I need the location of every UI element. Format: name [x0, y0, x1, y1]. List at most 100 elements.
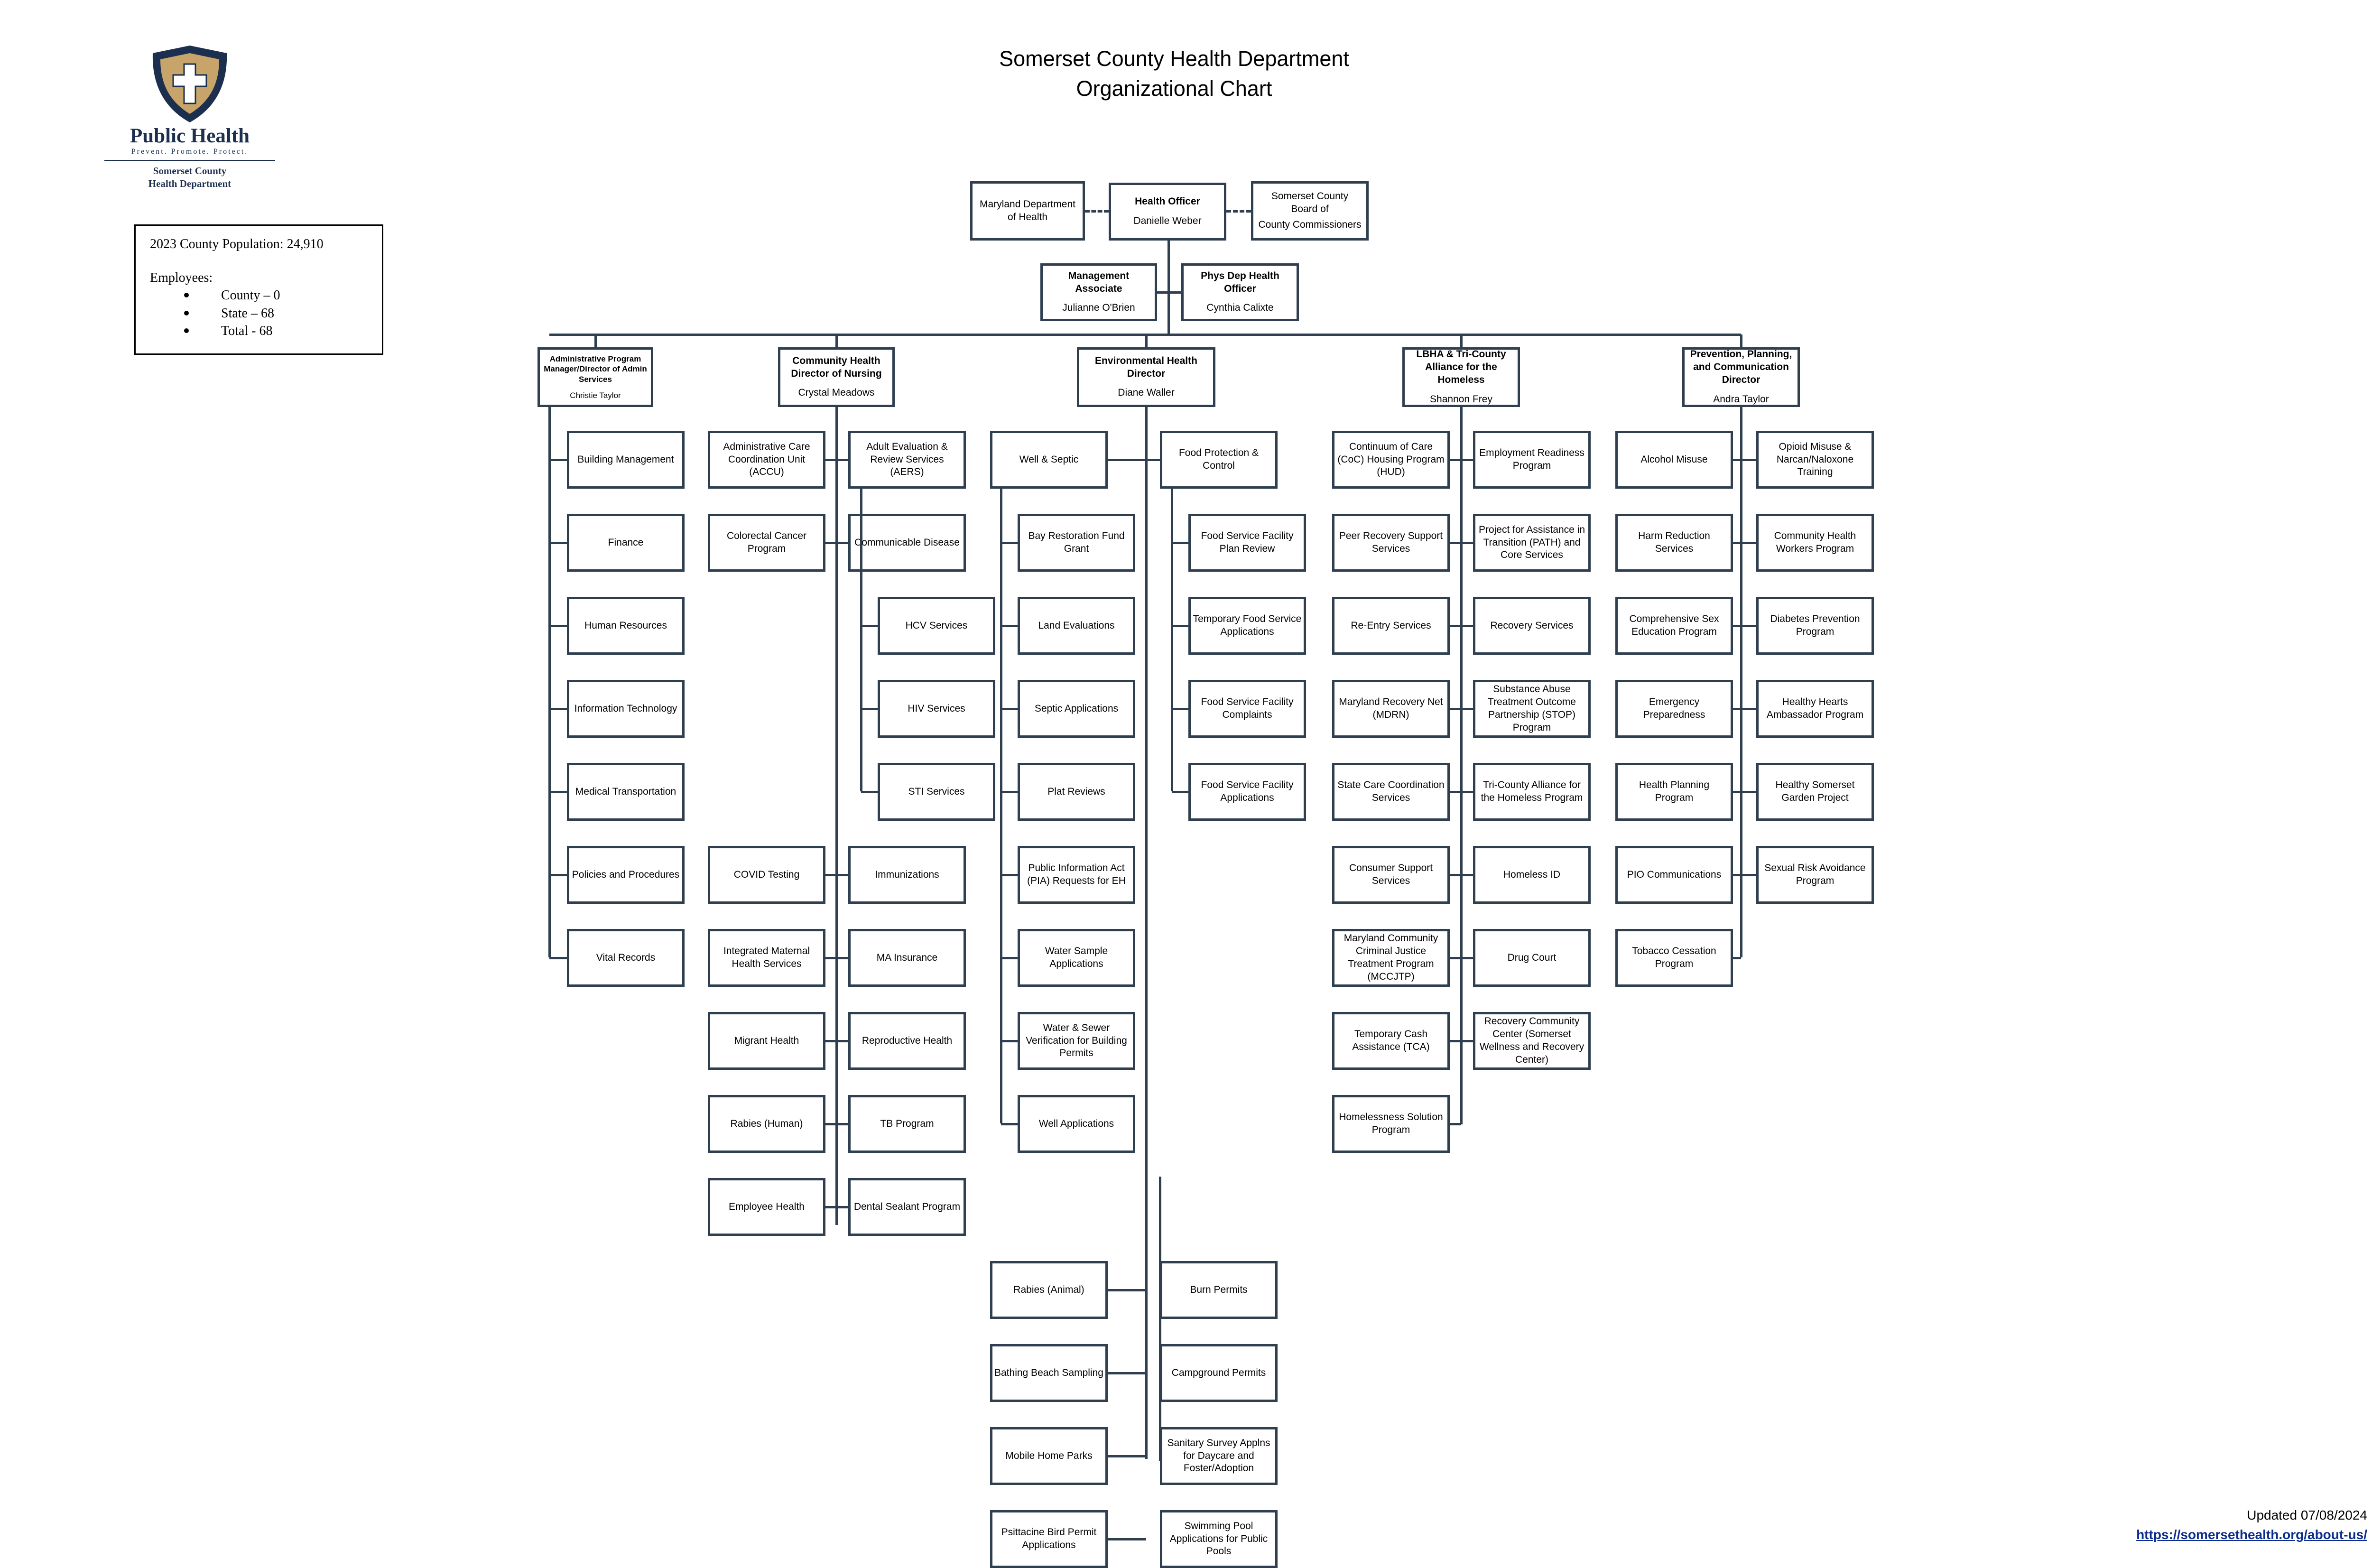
prevention-left-alcohol-misuse: Alcohol Misuse: [1615, 431, 1733, 489]
lbha-right-substance-abuse-treatment-outcome-partnership-stop-program: Substance Abuse Treatment Outcome Partne…: [1473, 680, 1591, 738]
connector-line: [1450, 542, 1461, 544]
board-line-2: Board of: [1291, 204, 1329, 215]
logo-dept-line2: Health Department: [148, 178, 232, 190]
connector-line: [1450, 459, 1461, 461]
admin-spine: [548, 407, 551, 957]
admin-program-policies-and-procedures-label: Policies and Procedures: [572, 869, 680, 880]
prevention-right-sexual-risk-avoidance-program-label: Sexual Risk Avoidance Program: [1764, 863, 1866, 886]
well-sub-water-sample-applications: Water Sample Applications: [1018, 929, 1135, 987]
logo-tagline: Prevent. Promote. Protect.: [131, 148, 249, 156]
connector-line: [1733, 791, 1741, 793]
nursing-left-colorectal-cancer-program-label: Colorectal Cancer Program: [726, 530, 807, 554]
prevention-right-diabetes-prevention-program-label: Diabetes Prevention Program: [1770, 613, 1860, 637]
prevention-left-tobacco-cessation-program-label: Tobacco Cessation Program: [1632, 946, 1716, 969]
connector-line: [1741, 791, 1756, 793]
connector-line: [1741, 625, 1756, 627]
division-drop-prevention: [1740, 334, 1742, 347]
about-us-link[interactable]: https://somersethealth.org/about-us/: [2136, 1527, 2367, 1542]
connector-line: [825, 874, 836, 876]
logo: Public Health Prevent. Promote. Protect.…: [100, 43, 280, 199]
lbha-right-employment-readiness-program: Employment Readiness Program: [1473, 431, 1591, 489]
lbha-left-homelessness-solution-program-label: Homelessness Solution Program: [1339, 1112, 1443, 1135]
admin-program-information-technology-label: Information Technology: [574, 703, 677, 714]
connector-line: [549, 791, 567, 793]
env-right-campground-permits: Campground Permits: [1160, 1344, 1278, 1402]
food-sub-temporary-food-service-applications: Temporary Food Service Applications: [1188, 597, 1306, 655]
admin-program-finance: Finance: [567, 514, 685, 572]
connector-line: [1461, 708, 1473, 710]
division-head-nursing-label: Community Health Director of Nursing: [791, 355, 882, 379]
board-line-1: Somerset County: [1271, 191, 1349, 202]
nursing-right-tb-program: TB Program: [848, 1095, 966, 1153]
employees-total: Total - 68: [184, 322, 368, 340]
env-right-burn-permits-label: Burn Permits: [1190, 1284, 1248, 1295]
admin-program-finance-label: Finance: [608, 537, 644, 548]
admin-program-human-resources: Human Resources: [567, 597, 685, 655]
connector-line: [549, 459, 567, 461]
env-left-mobile-home-parks: Mobile Home Parks: [990, 1427, 1108, 1485]
admin-program-building-management-label: Building Management: [577, 454, 674, 465]
prevention-right-opioid-misuse-narcan-naloxone-training-label: Opioid Misuse & Narcan/Naloxone Training: [1776, 441, 1854, 478]
nursing-left-administrative-care-coordination-unit-accu: Administrative Care Coordination Unit (A…: [708, 431, 825, 489]
food-protection-box-label: Food Protection & Control: [1178, 447, 1259, 471]
prevention-left-pio-communications-label: PIO Communications: [1627, 869, 1722, 880]
nursing-left-rabies-human: Rabies (Human): [708, 1095, 825, 1153]
lbha-left-temporary-cash-assistance-tca-label: Temporary Cash Assistance (TCA): [1352, 1029, 1430, 1052]
connector-line: [836, 459, 848, 461]
division-head-lbha-label: LBHA & Tri-County Alliance for the Homel…: [1416, 349, 1506, 385]
lbha-right-tri-county-alliance-for-the-homeless-program-label: Tri-County Alliance for the Homeless Pro…: [1481, 779, 1583, 803]
nursing-left-administrative-care-coordination-unit-accu-label: Administrative Care Coordination Unit (A…: [723, 441, 810, 478]
prevention-left-emergency-preparedness-label: Emergency Preparedness: [1643, 696, 1705, 720]
division-drop-lbha: [1460, 334, 1463, 347]
connector-line: [1733, 625, 1741, 627]
prevention-left-health-planning-program: Health Planning Program: [1615, 763, 1733, 821]
well-sub-plat-reviews: Plat Reviews: [1018, 763, 1135, 821]
well-sub-water-sewer-verification-for-building-permits-label: Water & Sewer Verification for Building …: [1026, 1022, 1127, 1059]
lbha-right-employment-readiness-program-label: Employment Readiness Program: [1479, 447, 1584, 471]
cd-sub-hcv-services-label: HCV Services: [905, 620, 968, 631]
connector-line: [1172, 791, 1188, 793]
nursing-right-ma-insurance-label: MA Insurance: [876, 952, 938, 963]
food-sub-food-service-facility-plan-review: Food Service Facility Plan Review: [1188, 514, 1306, 572]
prevention-left-pio-communications: PIO Communications: [1615, 846, 1733, 904]
cd-sub-hcv-services: HCV Services: [878, 597, 995, 655]
division-head-lbha: LBHA & Tri-County Alliance for the Homel…: [1402, 347, 1520, 407]
connector-line: [1741, 542, 1756, 544]
admin-program-medical-transportation: Medical Transportation: [567, 763, 685, 821]
division-head-prevention-person: Andra Taylor: [1713, 393, 1769, 405]
connector-line: [836, 874, 848, 876]
lbha-right-recovery-services: Recovery Services: [1473, 597, 1591, 655]
cd-sub-hiv-services: HIV Services: [878, 680, 995, 738]
prevention-right-diabetes-prevention-program: Diabetes Prevention Program: [1756, 597, 1874, 655]
food-spine: [1171, 489, 1173, 791]
connector-line: [1450, 791, 1461, 793]
food-sub-food-service-facility-applications: Food Service Facility Applications: [1188, 763, 1306, 821]
deputy-officer-box-person: Cynthia Calixte: [1206, 302, 1274, 314]
prevention-left-tobacco-cessation-program: Tobacco Cessation Program: [1615, 929, 1733, 987]
division-head-admin-person: Christie Taylor: [570, 390, 621, 400]
env-left-bathing-beach-sampling-label: Bathing Beach Sampling: [994, 1367, 1103, 1378]
connector-line: [1172, 708, 1188, 710]
cd-sub-sti-services: STI Services: [878, 763, 995, 821]
connector-line: [1733, 542, 1741, 544]
connector-line: [836, 1123, 848, 1125]
division-head-prevention-label: Prevention, Planning, and Communication …: [1690, 349, 1792, 385]
prevention-right-community-health-workers-program-label: Community Health Workers Program: [1774, 530, 1856, 554]
env-left-psittacine-bird-permit-applications: Psittacine Bird Permit Applications: [990, 1510, 1108, 1568]
well-sub-plat-reviews-label: Plat Reviews: [1047, 786, 1105, 797]
connector-line: [825, 957, 836, 959]
nursing-left-covid-testing: COVID Testing: [708, 846, 825, 904]
nursing-left-employee-health: Employee Health: [708, 1178, 825, 1236]
nursing-left-colorectal-cancer-program: Colorectal Cancer Program: [708, 514, 825, 572]
connector-line: [1108, 1372, 1146, 1374]
employees-list: County – 0 State – 68 Total - 68: [150, 287, 368, 340]
well-sub-public-information-act-pia-requests-for-eh: Public Information Act (PIA) Requests fo…: [1018, 846, 1135, 904]
connector-line: [1108, 1538, 1146, 1540]
admin-program-information-technology: Information Technology: [567, 680, 685, 738]
prevention-right-healthy-hearts-ambassador-program: Healthy Hearts Ambassador Program: [1756, 680, 1874, 738]
division-head-environmental-label: Environmental Health Director: [1095, 355, 1197, 379]
updated-date: Updated 07/08/2024: [2247, 1508, 2367, 1522]
lbha-left-temporary-cash-assistance-tca: Temporary Cash Assistance (TCA): [1332, 1012, 1450, 1070]
